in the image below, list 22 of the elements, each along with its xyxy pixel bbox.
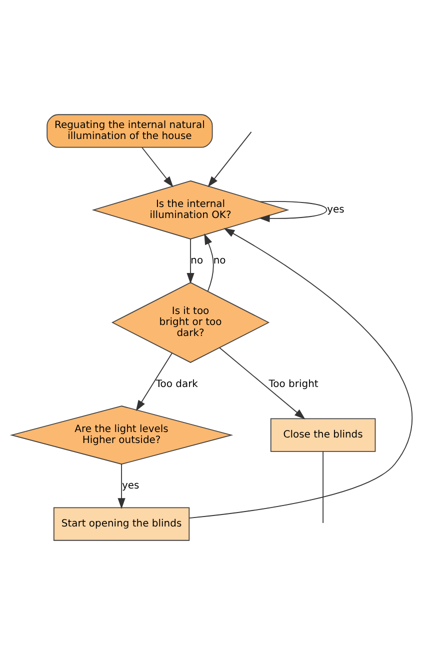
- arrow: [186, 238, 194, 284]
- edge-label: Too bright: [268, 378, 318, 390]
- edge-label: no: [213, 254, 226, 266]
- arrow: [258, 200, 328, 222]
- connector: [322, 450, 324, 523]
- edge-label: yes: [327, 204, 344, 215]
- arrow: [142, 146, 174, 187]
- node-box: Reguating the internal natural illumination of the house: [46, 114, 213, 148]
- arrow: [136, 352, 172, 411]
- node-diamond: Is it too bright or too dark?: [111, 282, 270, 362]
- edge-label: yes: [122, 480, 140, 491]
- arrow: [204, 233, 214, 292]
- node-diamond: Is the internal illumination OK?: [92, 180, 290, 239]
- edge-label: Too dark: [156, 378, 198, 390]
- arrow: [219, 346, 306, 419]
- arrow: [118, 463, 126, 509]
- node-box: Start opening the blinds: [53, 506, 190, 540]
- arrow: [188, 228, 413, 518]
- arrow: [208, 130, 252, 187]
- edge-label: no: [190, 254, 204, 266]
- node-diamond: Are the light levels Higher outside?: [10, 405, 234, 464]
- node-box: Close the blinds: [270, 418, 376, 452]
